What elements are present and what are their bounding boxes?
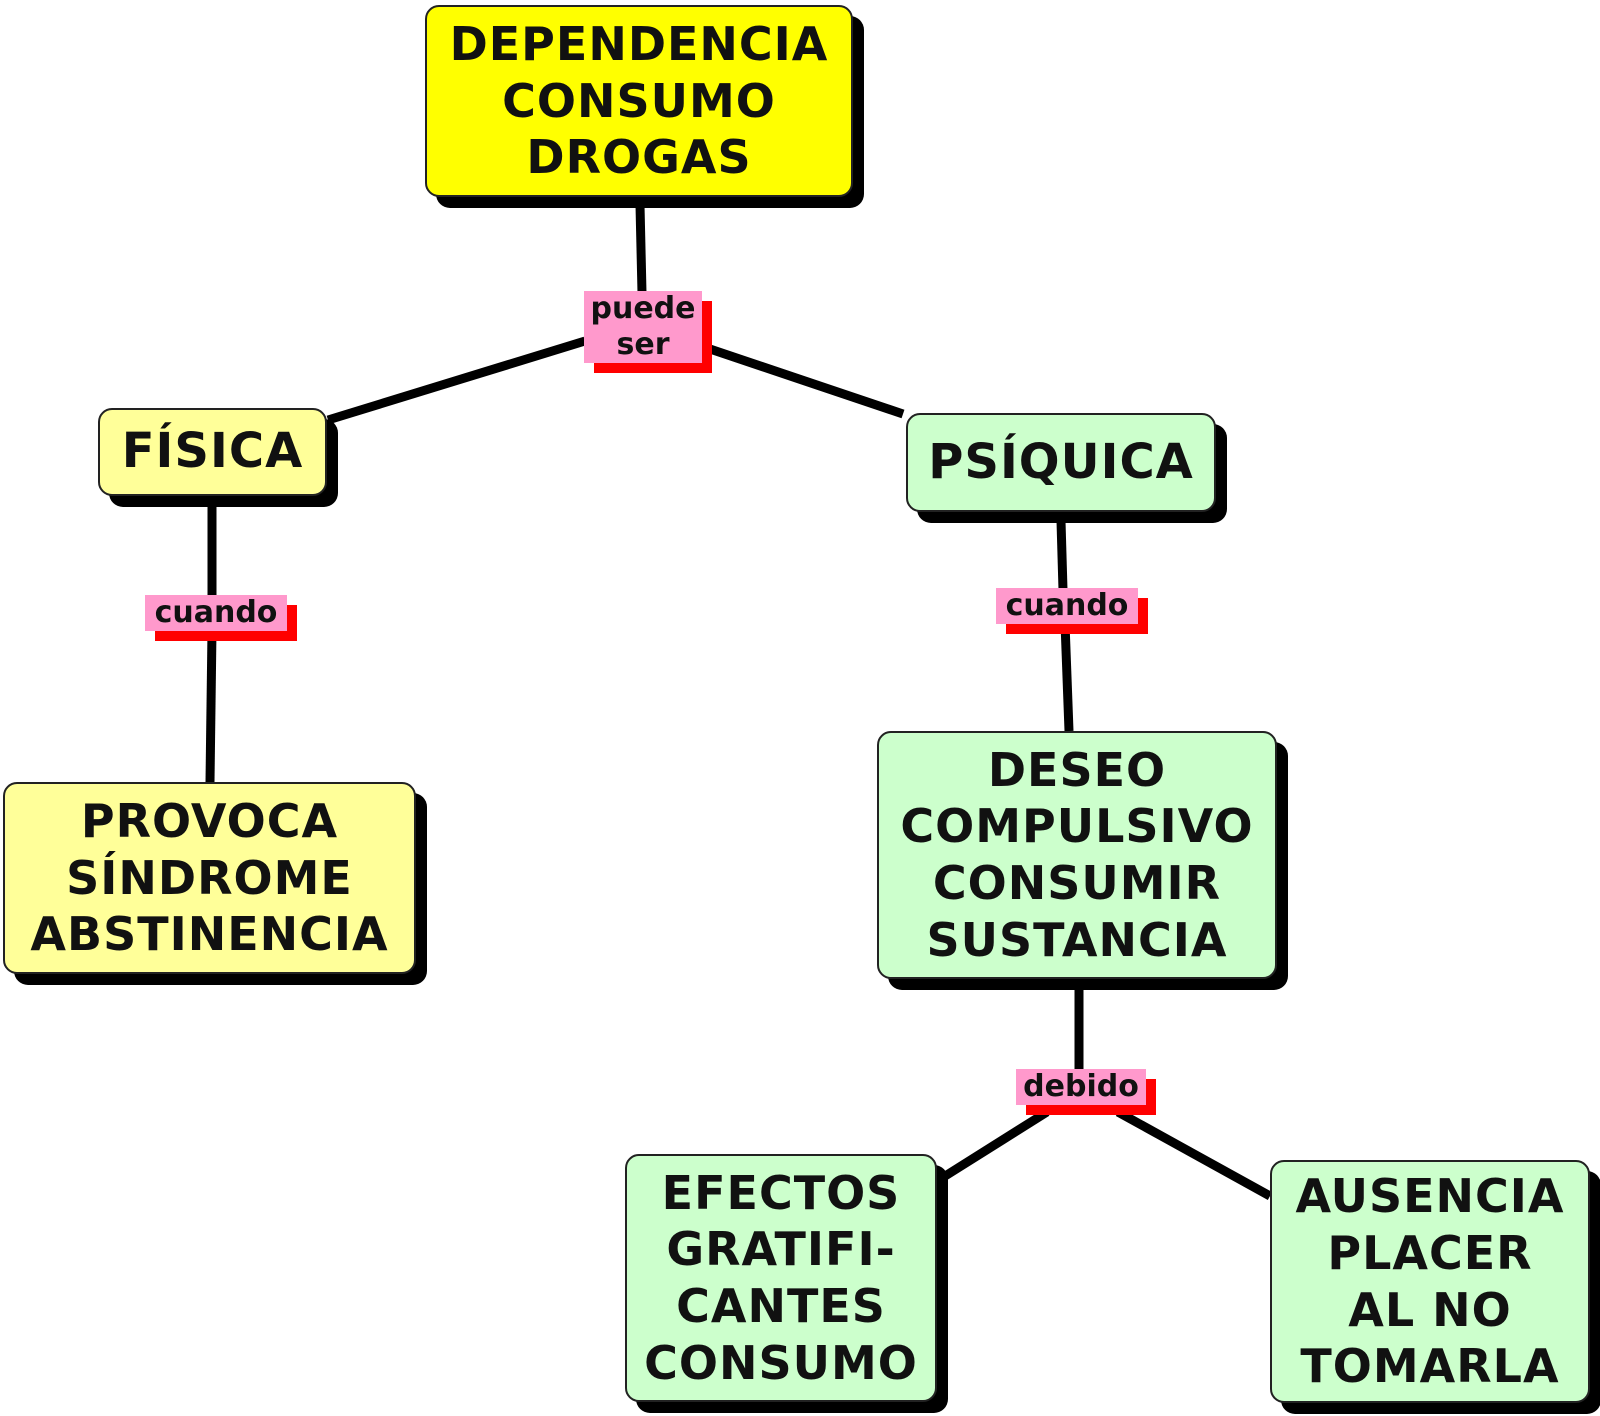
node-line: DEPENDENCIA [449, 17, 829, 72]
connector-debido-to-efectos [939, 1108, 1050, 1182]
node-line: SUSTANCIA [926, 912, 1228, 967]
node-line: EFECTOS [661, 1165, 901, 1220]
link-label-puede-ser: puede ser [584, 291, 702, 363]
connector-puede-ser-to-fisica [326, 336, 587, 425]
connector-debido-to-ausencia [1115, 1108, 1273, 1200]
link-label-cuando-fisica: cuando [145, 595, 287, 631]
connector-puede-ser-to-psiquica [705, 343, 905, 419]
node-line: FÍSICA [121, 423, 304, 480]
node-line: PROVOCA [80, 794, 339, 849]
node-line: AUSENCIA [1295, 1169, 1565, 1224]
node-line: DESEO [987, 742, 1167, 797]
node-line: DROGAS [526, 130, 752, 185]
link-line: ser [616, 327, 670, 362]
node-line: CONSUMIR [932, 856, 1222, 910]
node-line: SÍNDROME [66, 850, 353, 905]
node-line: PSÍQUICA [928, 433, 1194, 490]
link-label-debido: debido [1016, 1069, 1146, 1105]
node-fisica[interactable]: FÍSICA [98, 408, 327, 496]
link-line: cuando [154, 595, 278, 630]
node-line: CONSUMO [502, 73, 776, 128]
link-line: debido [1023, 1069, 1139, 1104]
node-psiquica[interactable]: PSÍQUICA [906, 413, 1216, 512]
connector-cuando-to-deseo [1060, 622, 1074, 732]
node-provoca-sindrome-abstinencia[interactable]: PROVOCA SÍNDROME ABSTINENCIA [3, 782, 416, 974]
node-efectos-gratificantes[interactable]: EFECTOS GRATIFI- CANTES CONSUMO [625, 1154, 937, 1402]
connector-cuando-to-provoca [205, 629, 217, 783]
node-ausencia-placer[interactable]: AUSENCIA PLACER AL NO TOMARLA [1270, 1160, 1590, 1403]
node-line: GRATIFI- [666, 1222, 896, 1277]
node-line: CONSUMO [644, 1335, 918, 1390]
node-dependencia-consumo-drogas[interactable]: DEPENDENCIA CONSUMO DROGAS [425, 5, 853, 197]
connector-psiquica-to-cuando [1056, 520, 1068, 591]
link-label-cuando-psiquica: cuando [996, 588, 1138, 624]
node-line: TOMARLA [1300, 1339, 1560, 1394]
node-deseo-compulsivo[interactable]: DESEO COMPULSIVO CONSUMIR SUSTANCIA [877, 731, 1277, 979]
node-line: AL NO [1348, 1282, 1512, 1337]
node-line: PLACER [1327, 1225, 1533, 1280]
node-line: COMPULSIVO [900, 799, 1254, 854]
link-line: cuando [1005, 588, 1129, 623]
node-line: ABSTINENCIA [30, 907, 389, 962]
connector-root-to-puede-ser [635, 204, 647, 294]
node-line: CANTES [676, 1279, 886, 1333]
link-line: puede [590, 291, 696, 326]
